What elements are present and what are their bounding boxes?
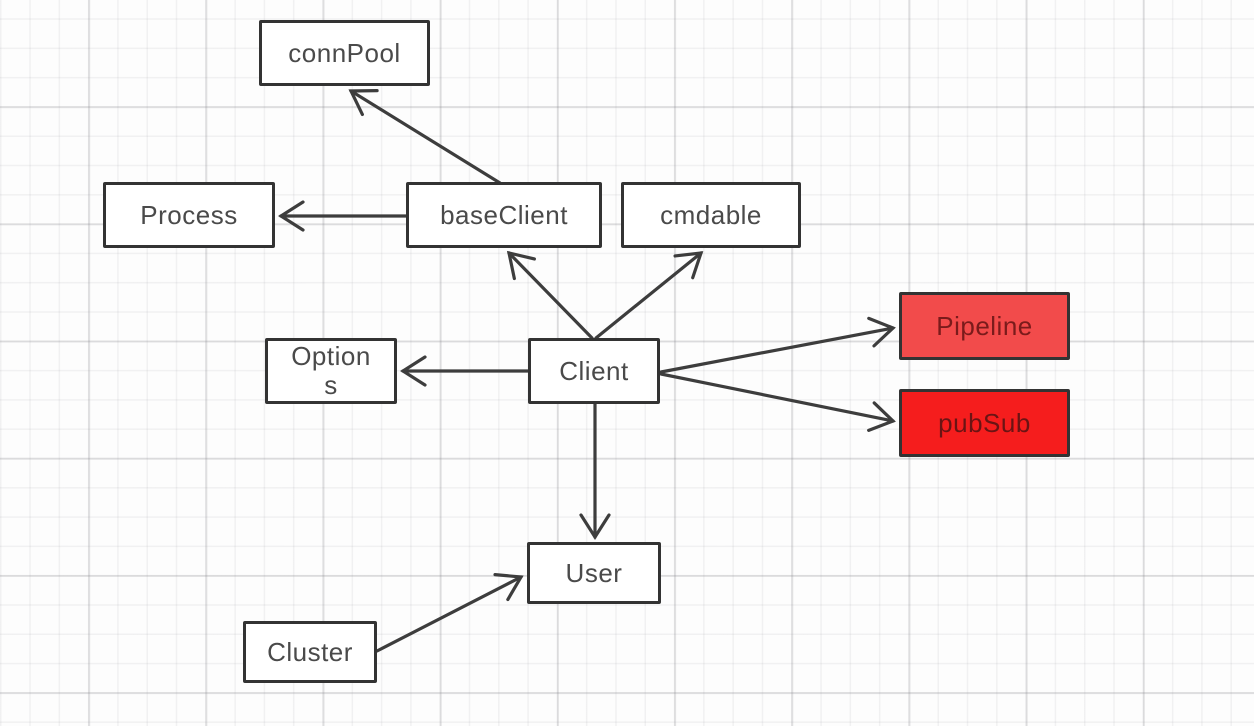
node-cmdable[interactable]: cmdable xyxy=(621,182,801,248)
node-client[interactable]: Client xyxy=(528,338,660,404)
node-connpool[interactable]: connPool xyxy=(259,20,430,86)
node-connpool-label: connPool xyxy=(288,37,401,68)
node-process-label: Process xyxy=(140,199,238,230)
node-pubsub[interactable]: pubSub xyxy=(899,389,1070,457)
node-pipeline[interactable]: Pipeline xyxy=(899,292,1070,360)
edge-client-pubsub[interactable] xyxy=(659,372,896,432)
edge-cluster-user[interactable] xyxy=(375,573,524,653)
node-cluster-label: Cluster xyxy=(267,636,353,667)
edge-client-pipeline[interactable] xyxy=(659,316,896,374)
node-options[interactable]: Option s xyxy=(265,338,397,404)
node-cmdable-label: cmdable xyxy=(660,199,762,230)
edge-client-cmdable[interactable] xyxy=(594,251,704,340)
node-options-label: Option s xyxy=(291,341,371,400)
node-pubsub-label: pubSub xyxy=(938,407,1031,438)
node-cluster[interactable]: Cluster xyxy=(243,621,377,683)
node-baseclient[interactable]: baseClient xyxy=(406,182,602,248)
edge-client-baseclient[interactable] xyxy=(506,250,594,340)
node-pipeline-label: Pipeline xyxy=(936,310,1033,341)
node-client-label: Client xyxy=(559,355,629,386)
node-process[interactable]: Process xyxy=(103,182,275,248)
node-user[interactable]: User xyxy=(527,542,661,604)
node-user-label: User xyxy=(565,557,623,588)
node-baseclient-label: baseClient xyxy=(440,199,568,230)
edge-baseclient-connpool[interactable] xyxy=(348,89,502,185)
